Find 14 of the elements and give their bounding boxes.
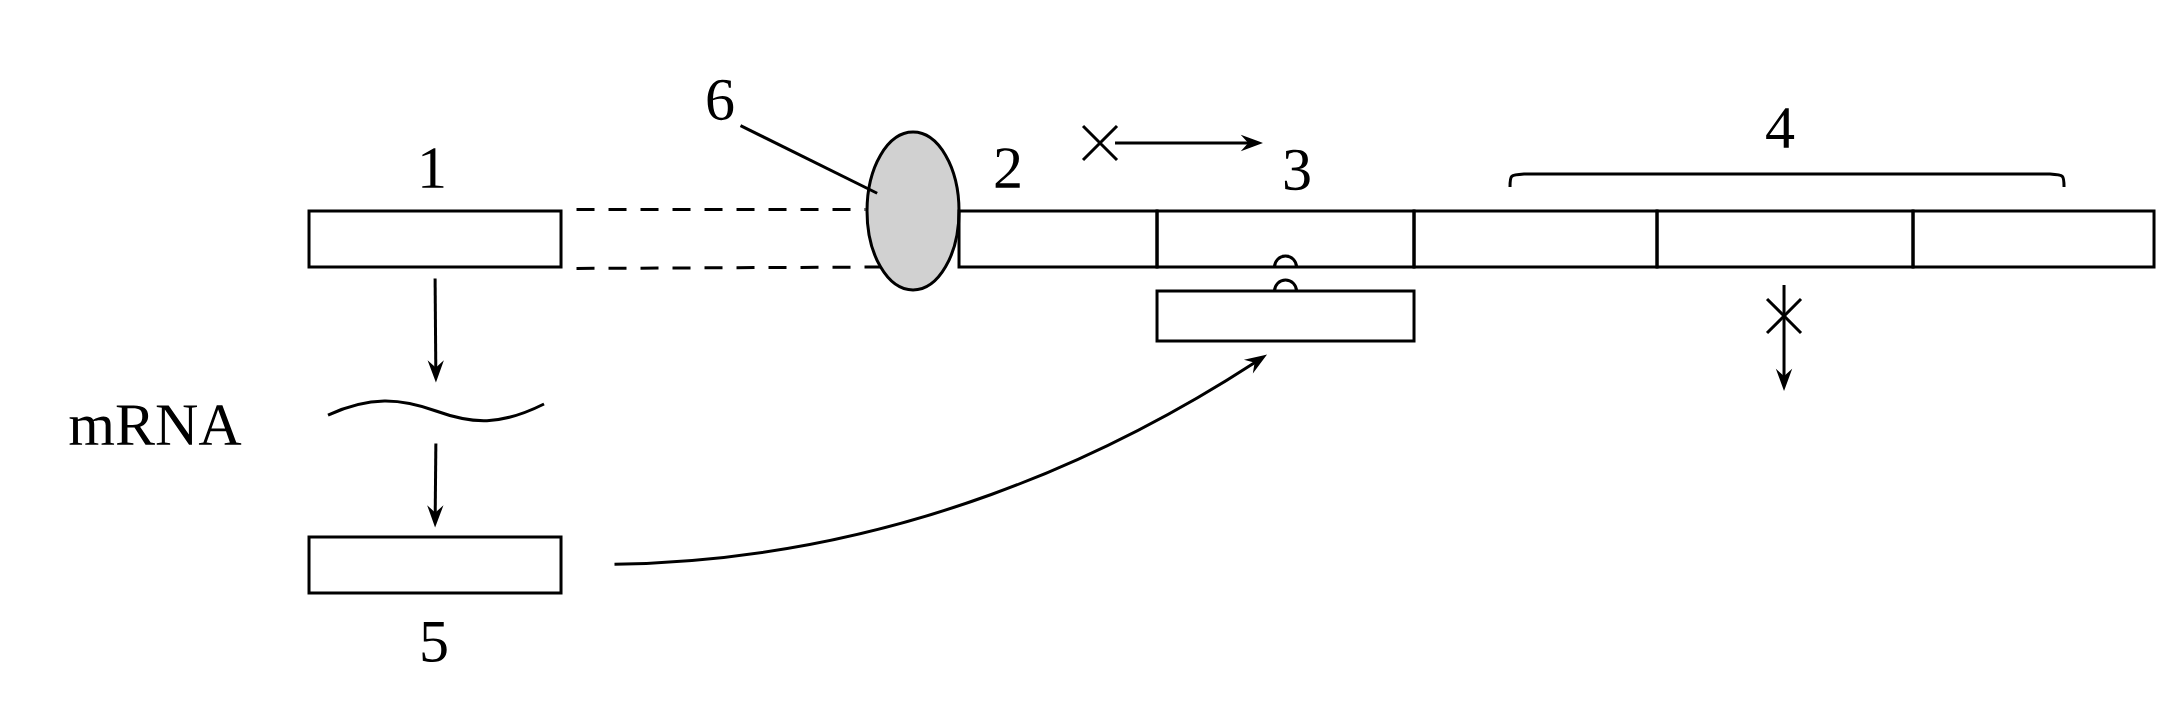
dashed-line	[576, 265, 881, 270]
polymerase-ellipse	[865, 130, 961, 292]
callout-number: 3	[1284, 149, 1310, 191]
callout-number: 5	[422, 622, 447, 662]
gene-box	[1655, 209, 1915, 269]
callout-number: 2	[995, 148, 1020, 188]
gene-box	[1911, 209, 2156, 269]
leader-line	[739, 124, 878, 195]
callout-number: 4	[1766, 108, 1795, 148]
dashed-line	[576, 208, 866, 211]
callout-number: 6	[707, 79, 734, 121]
callout-number: 1	[422, 148, 444, 188]
mrna-label: mRNA	[69, 405, 242, 445]
gene-box	[1412, 209, 1659, 269]
